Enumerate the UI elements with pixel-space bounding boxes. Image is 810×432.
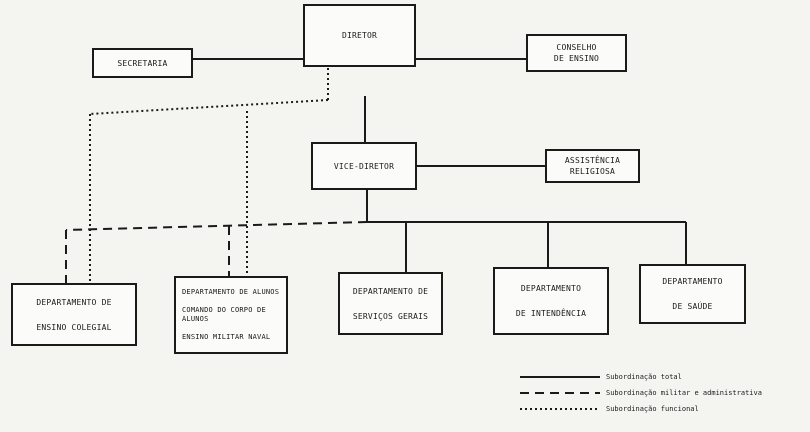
vice-diretor-box: VICE-DIRETOR — [311, 142, 417, 190]
secretaria-box: SECRETARIA — [92, 48, 193, 78]
dep-intendencia-label-1: DEPARTAMENTO — [520, 284, 582, 293]
diretor-box: DIRETOR — [303, 4, 416, 67]
dotted-connectors — [89, 68, 329, 283]
legend-funcional-label: Subordinação funcional — [606, 405, 699, 413]
secretaria-label: SECRETARIA — [117, 58, 168, 68]
comando-label: COMANDO DO CORPO DE ALUNOS — [182, 306, 266, 323]
dotted-line-swatch — [520, 408, 600, 410]
legend-total-label: Subordinação total — [606, 373, 682, 381]
dashed-connectors — [65, 221, 368, 284]
dep-saude-label-2: DE SAÚDE — [672, 302, 713, 311]
solid-connectors — [193, 58, 687, 272]
legend-total: Subordinação total — [520, 373, 682, 381]
dep-ensino-box: DEPARTAMENTO DE ENSINO COLEGIAL — [11, 283, 137, 346]
dep-alunos-box: DEPARTAMENTO DE ALUNOS COMANDO DO CORPO … — [174, 276, 288, 354]
conselho-label-1: CONSELHO — [556, 43, 597, 52]
dep-servicos-label-2: SERVIÇOS GERAIS — [352, 311, 429, 321]
dep-ensino-label-1: DEPARTAMENTO DE — [36, 297, 112, 307]
assistencia-box: ASSISTÊNCIA RELIGIOSA — [545, 149, 640, 183]
dep-servicos-label-1: DEPARTAMENTO DE — [352, 286, 429, 296]
dep-alunos-title: DEPARTAMENTO DE ALUNOS — [182, 288, 280, 296]
dep-ensino-label-2: ENSINO COLEGIAL — [36, 322, 112, 332]
dashed-line-swatch — [520, 392, 600, 394]
dep-saude-box: DEPARTAMENTO DE SAÚDE — [639, 264, 746, 324]
dep-intendencia-label-2: DE INTENDÊNCIA — [515, 309, 587, 318]
vice-diretor-label: VICE-DIRETOR — [333, 161, 395, 171]
assistencia-label-2: RELIGIOSA — [569, 167, 616, 176]
dep-intendencia-box: DEPARTAMENTO DE INTENDÊNCIA — [493, 267, 609, 335]
conselho-label-2: DE ENSINO — [553, 54, 600, 63]
ensino-militar-label: ENSINO MILITAR NAVAL — [182, 333, 271, 341]
legend-militar: Subordinação militar e administrativa — [520, 389, 762, 397]
diretor-label: DIRETOR — [341, 31, 378, 40]
legend-militar-label: Subordinação militar e administrativa — [606, 389, 762, 397]
solid-line-swatch — [520, 376, 600, 378]
dep-servicos-box: DEPARTAMENTO DE SERVIÇOS GERAIS — [338, 272, 443, 335]
dep-saude-label-1: DEPARTAMENTO — [662, 277, 723, 286]
conselho-box: CONSELHO DE ENSINO — [526, 34, 627, 72]
assistencia-label-1: ASSISTÊNCIA — [564, 156, 621, 165]
legend-funcional: Subordinação funcional — [520, 405, 699, 413]
